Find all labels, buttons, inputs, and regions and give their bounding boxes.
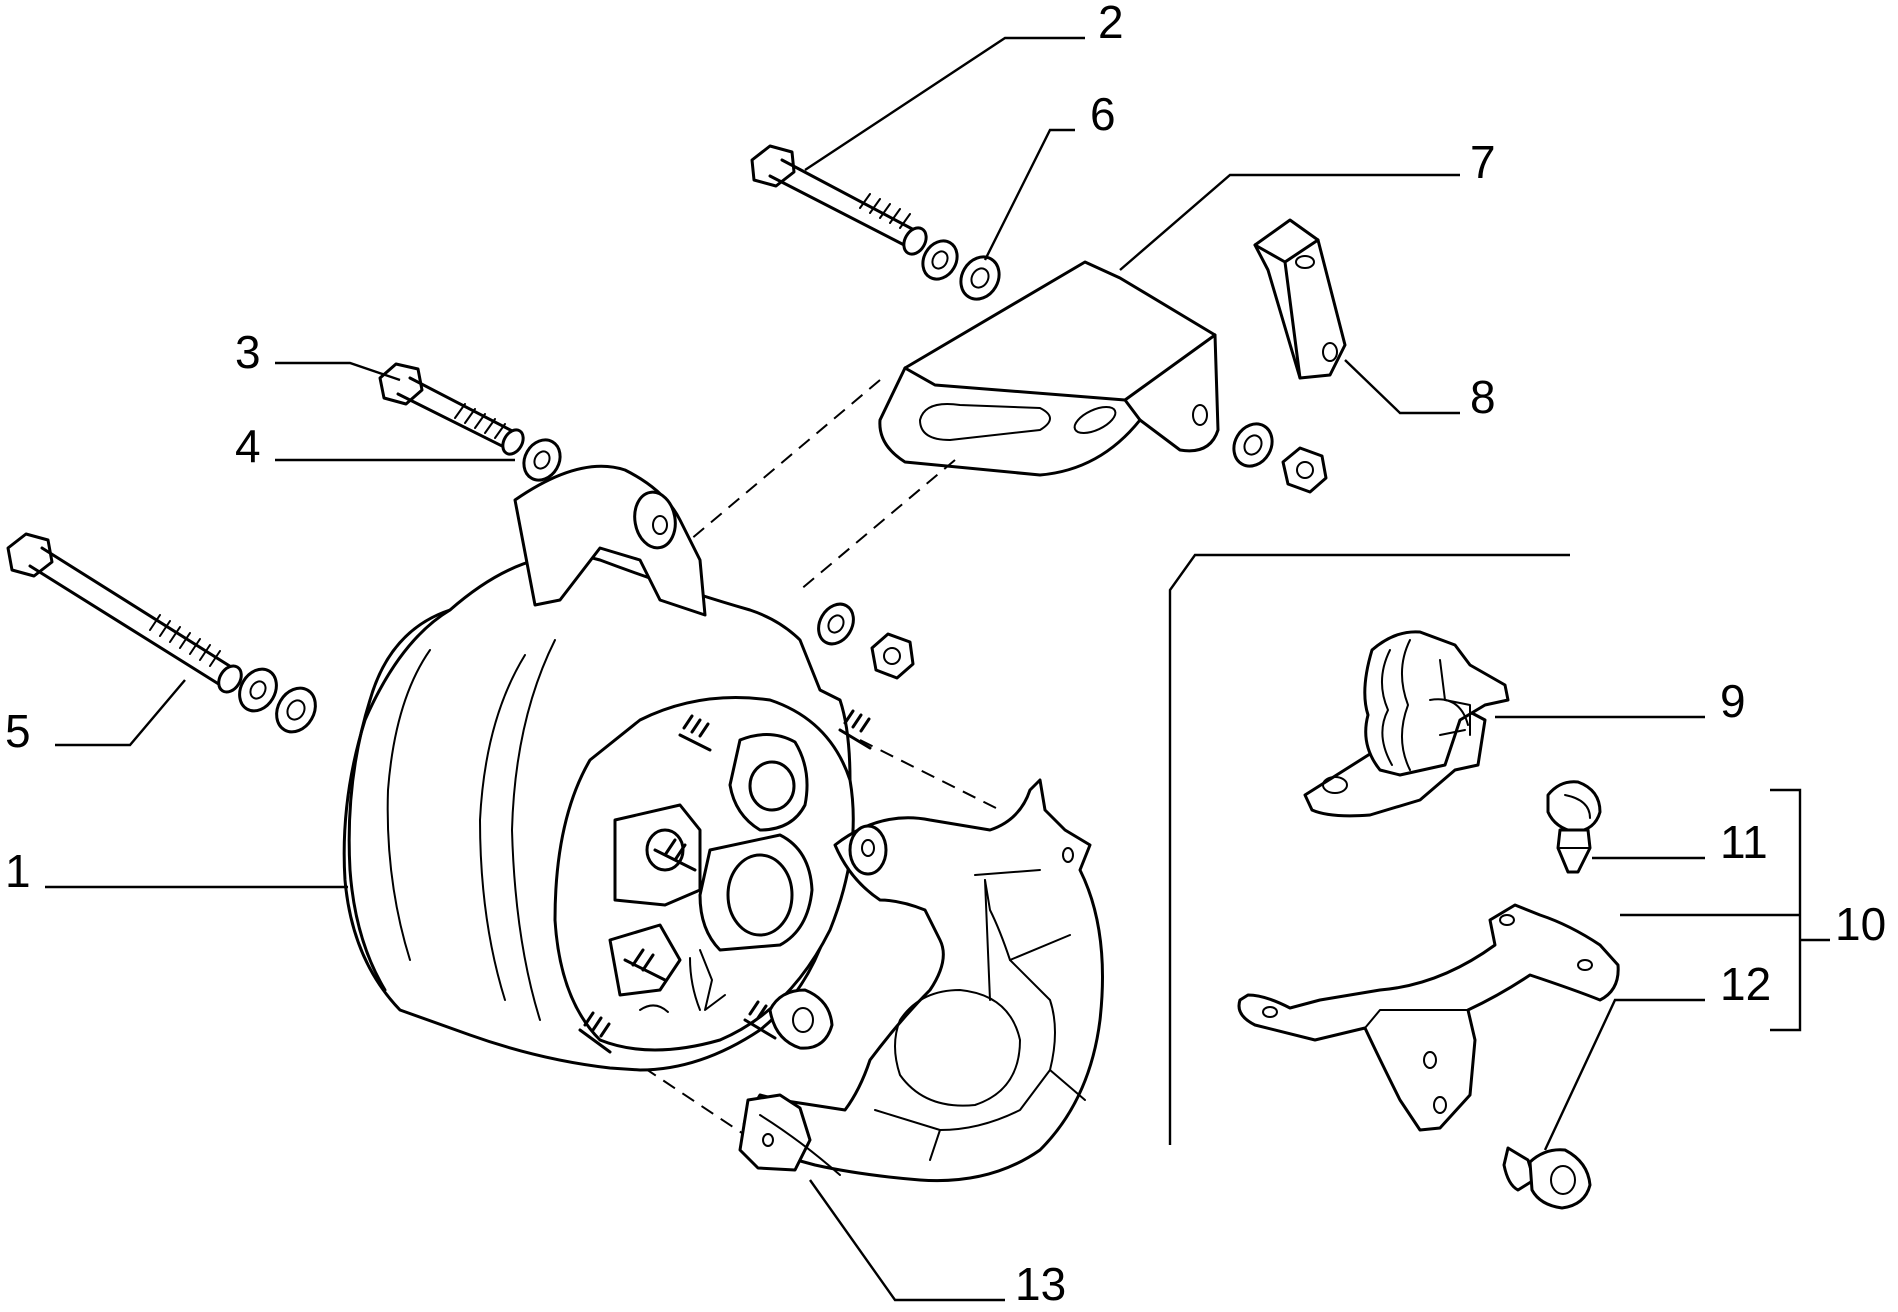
callout-2: 2 [1098,0,1124,48]
callout-4: 4 [235,420,261,472]
part-13-rear-cover [738,778,1104,1183]
part-11-clip [1546,780,1602,874]
leader-lines [45,36,1830,1302]
lower-washer [817,602,855,646]
lower-nut [870,632,915,680]
part-2-washer [921,239,959,281]
part-8-spacer [1253,218,1347,380]
part-7-bracket [878,260,1220,477]
leader-7 [1119,173,1460,271]
callout-8: 8 [1470,371,1496,423]
alignment-line-c [859,739,1001,811]
part-5-washer-b [275,686,317,734]
callout-1: 1 [5,845,31,897]
leader-3 [275,361,401,382]
part-12-screw [1502,1146,1592,1210]
bracket-nut [1281,446,1328,494]
callout-11: 11 [1720,816,1768,868]
bracket-washer [1232,422,1274,468]
leader-12 [1543,998,1705,1151]
callout-labels: 1 2 3 4 5 6 7 8 9 10 11 12 13 [5,0,1886,1310]
callout-12: 12 [1720,958,1771,1010]
callout-10: 10 [1835,898,1886,950]
part-6-washer [959,255,1001,301]
part-2-bolt [750,144,928,256]
leader-10-bracket [1770,788,1802,1032]
callout-6: 6 [1090,88,1116,140]
leader-5 [55,679,186,747]
part-3-bolt [378,362,525,456]
part-10-plate [1237,903,1620,1132]
leader-6 [983,128,1075,261]
part-5-bolt [6,532,243,694]
callout-5: 5 [5,705,31,757]
part-1-alternator [342,464,872,1072]
callout-13: 13 [1015,1258,1066,1310]
leader-13 [809,1179,1005,1302]
alignment-line-b [799,459,956,591]
leader-8 [1344,359,1460,415]
part-4-washer [522,438,562,482]
part-5-washer-a [238,667,278,713]
callout-9: 9 [1720,675,1746,727]
kit-group-boundary [1168,553,1570,1145]
callout-7: 7 [1470,136,1496,188]
leader-2 [804,36,1085,172]
part-9-clip [1303,630,1510,818]
callout-3: 3 [235,326,261,378]
alignment-line-a [689,379,881,541]
